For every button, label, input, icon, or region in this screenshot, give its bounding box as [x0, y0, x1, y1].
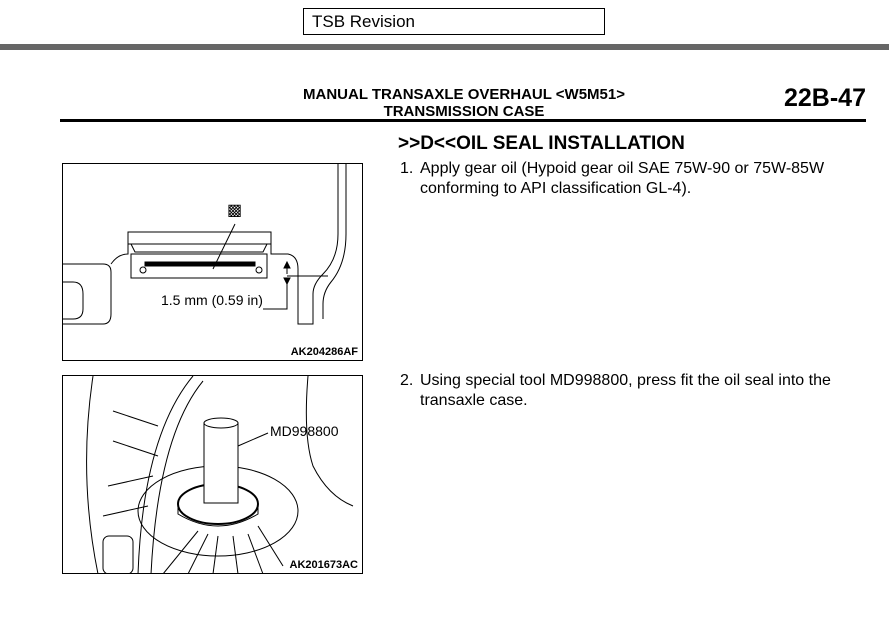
divider: [60, 119, 866, 122]
oil-can-icon: ▩: [227, 202, 243, 219]
tsb-revision-label: TSB Revision: [303, 8, 605, 35]
figure-oil-seal-depth: ▩ 1.5 mm (0.59 in) AK204286AF: [62, 163, 363, 361]
title-sub: TRANSMISSION CASE: [383, 103, 545, 120]
tool-callout: MD998800: [270, 423, 339, 439]
special-tool-diagram: [86, 376, 354, 574]
figure-id: AK201673AC: [289, 559, 358, 571]
step-text: Using special tool MD998800, press fit t…: [420, 372, 831, 409]
step-number: 1.: [400, 160, 414, 177]
page-number: 22B-47: [784, 84, 866, 112]
step-number: 2.: [400, 372, 414, 389]
figure-id: AK204286AF: [290, 346, 358, 358]
step-text: Apply gear oil (Hypoid gear oil SAE 75W-…: [420, 160, 825, 197]
figure-special-tool: MD998800 AK201673AC: [62, 375, 363, 574]
step-2: 2. Using special tool MD998800, press fi…: [400, 371, 860, 411]
page-title: MANUAL TRANSAXLE OVERHAUL <W5M51> TRANSM…: [250, 86, 678, 120]
depth-callout: 1.5 mm (0.59 in): [161, 292, 263, 308]
step-1: 1. Apply gear oil (Hypoid gear oil SAE 7…: [400, 159, 860, 199]
title-main: MANUAL TRANSAXLE OVERHAUL <W5M51>: [303, 86, 625, 103]
section-heading: >>D<<OIL SEAL INSTALLATION: [398, 133, 685, 154]
oil-seal-diagram: [63, 164, 347, 325]
header-bar: [0, 44, 889, 50]
